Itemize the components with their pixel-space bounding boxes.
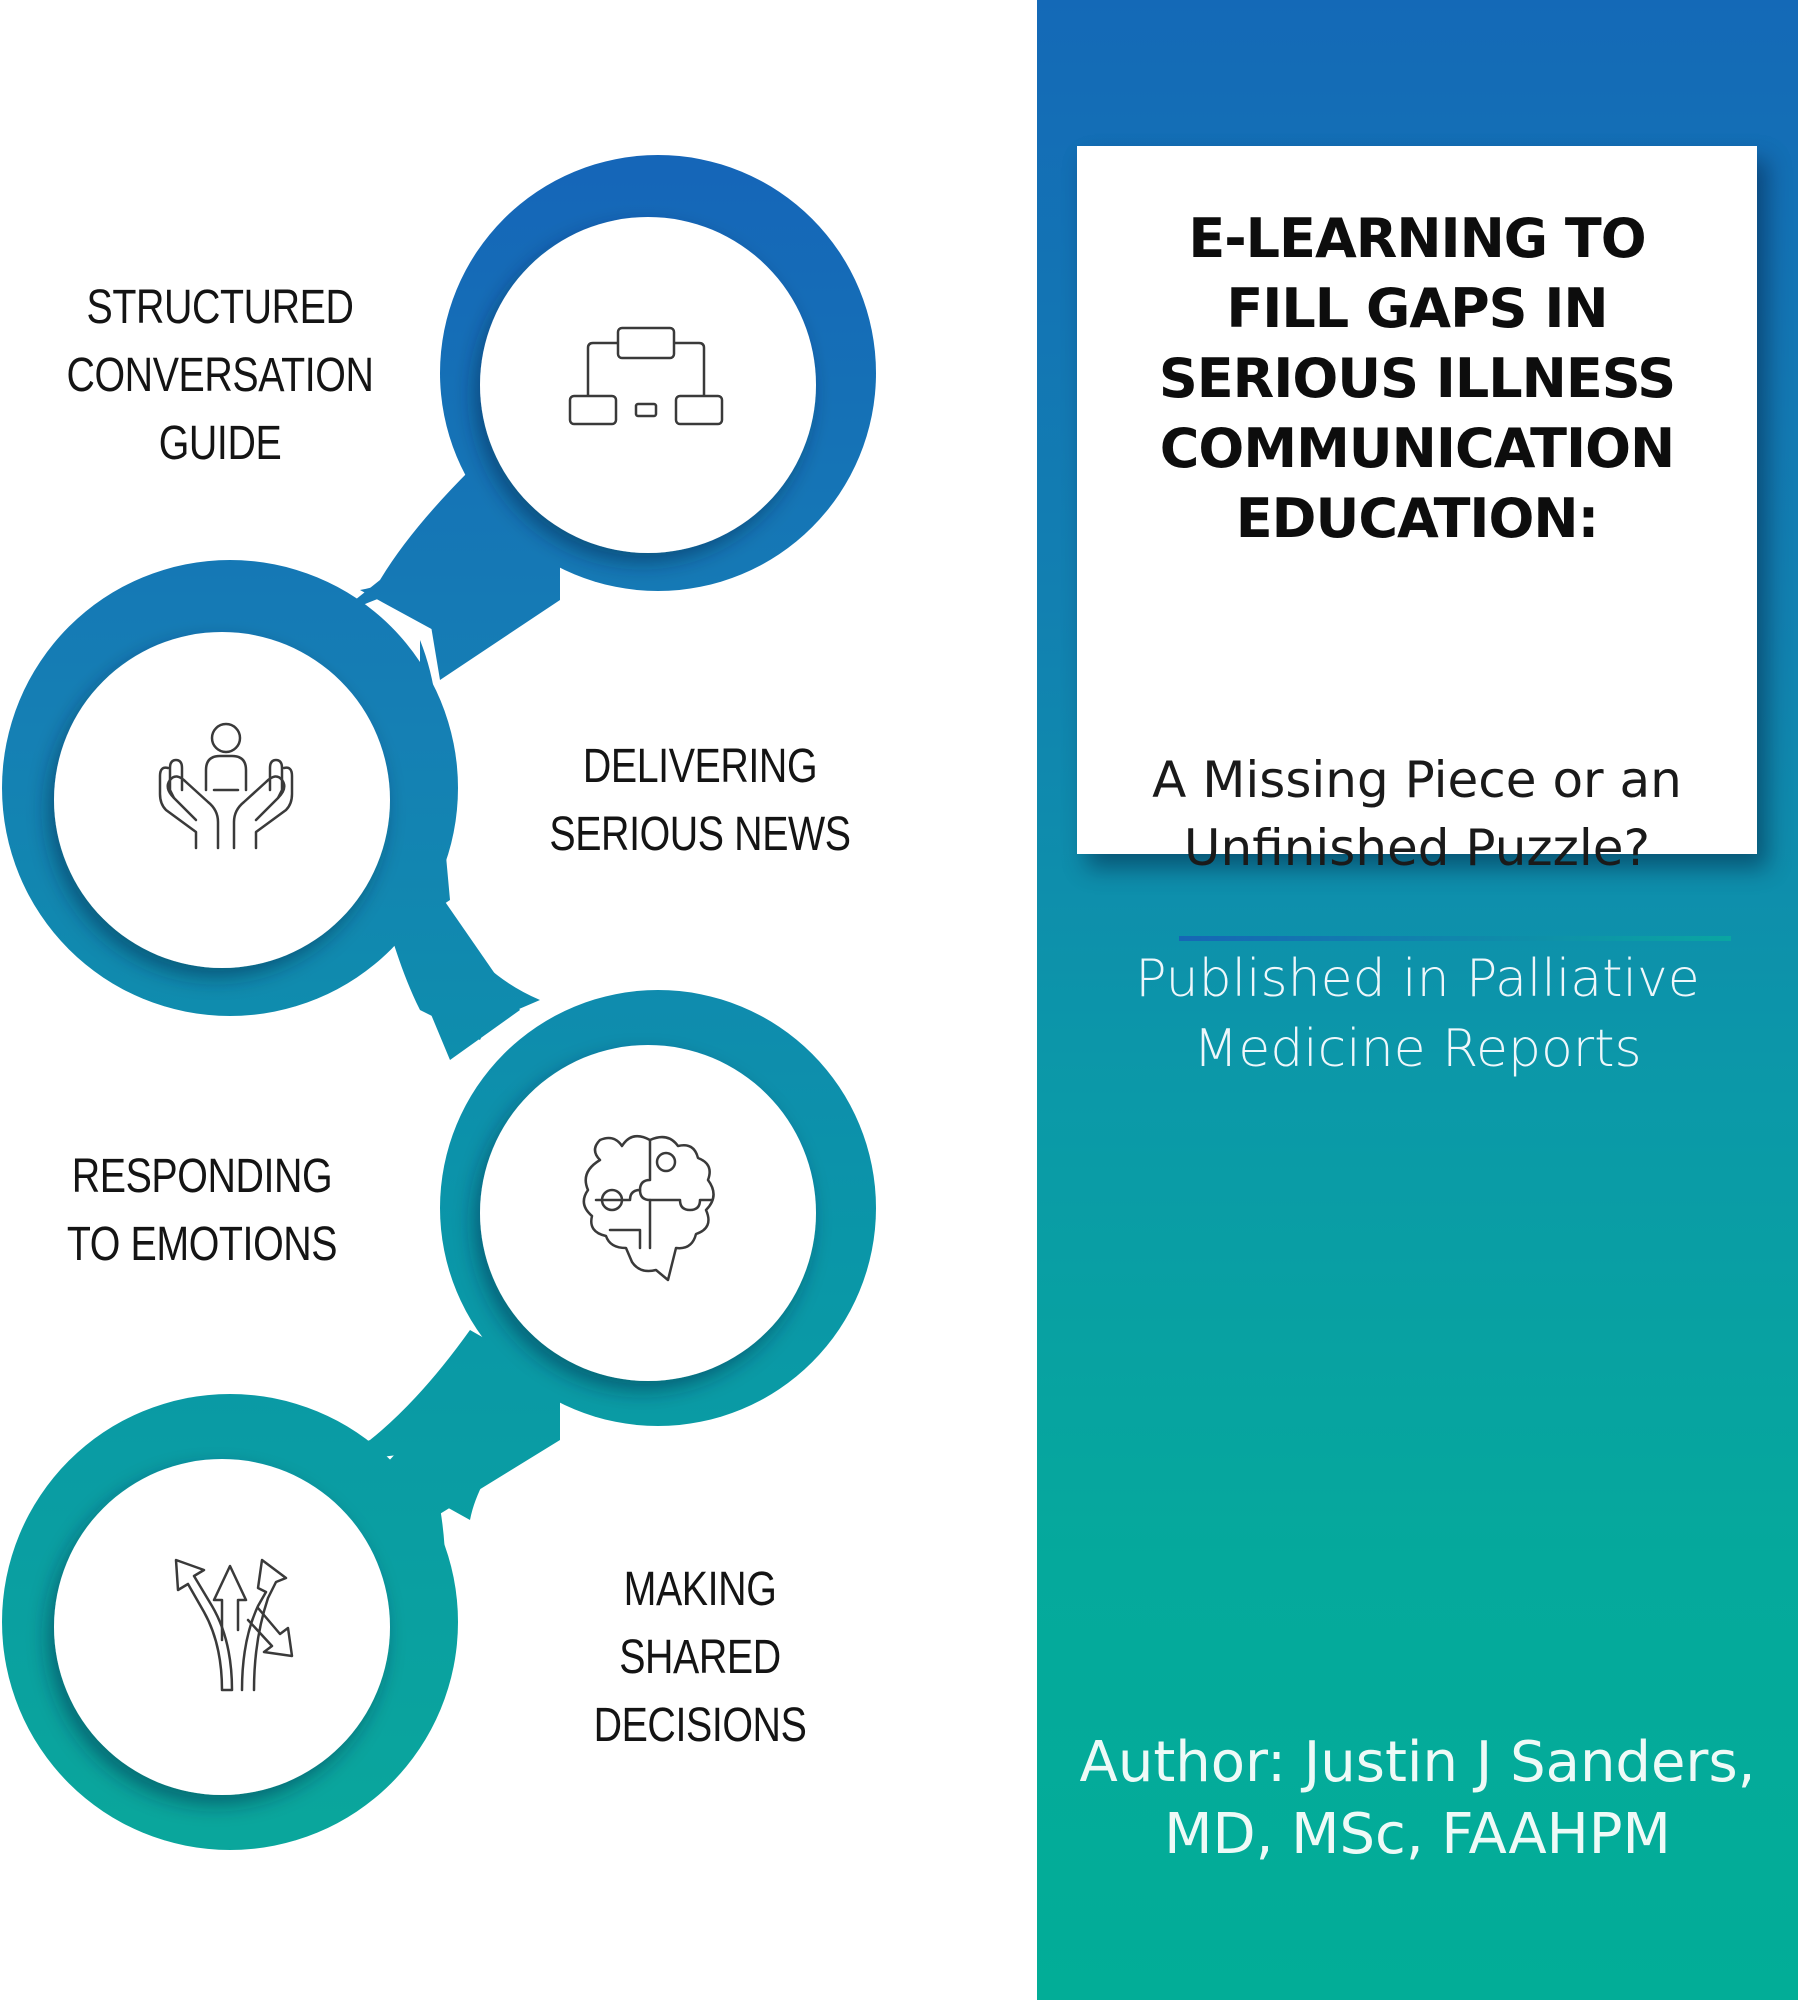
title-line-3: SERIOUS ILLNESS — [1158, 347, 1676, 410]
step-circle-1 — [480, 217, 816, 553]
step-2-line-2: SERIOUS NEWS — [549, 808, 851, 861]
step-2-line-1: DELIVERING — [582, 740, 818, 793]
title-divider — [1179, 936, 1731, 941]
title-line-5: EDUCATION: — [1235, 487, 1599, 550]
brain-puzzle-icon — [582, 1134, 715, 1282]
step-4-line-3: DECISIONS — [593, 1699, 807, 1752]
step-1-line-2: CONVERSATION — [66, 349, 374, 402]
infographic-panel: STRUCTURED CONVERSATION GUIDE DELIVERING… — [2, 155, 876, 1850]
subtitle-line-2: Unfinished Puzzle? — [1183, 819, 1651, 877]
step-circles — [54, 217, 816, 1795]
title-line-2: FILL GAPS IN — [1226, 277, 1608, 340]
publication-line-2: Medicine Reports — [1193, 1019, 1642, 1079]
author-line-1: Author: Justin J Sanders, — [1079, 1730, 1756, 1795]
hands-person-icon — [158, 722, 294, 850]
step-3-line-2: TO EMOTIONS — [66, 1218, 338, 1271]
step-4-line-2: SHARED — [619, 1631, 781, 1684]
step-circle-3 — [480, 1045, 816, 1381]
step-3-line-1: RESPONDING — [71, 1150, 333, 1203]
step-circle-2 — [54, 632, 390, 968]
title-panel: E-LEARNING TO FILL GAPS IN SERIOUS ILLNE… — [1037, 0, 1798, 2000]
title-card: E-LEARNING TO FILL GAPS IN SERIOUS ILLNE… — [1077, 146, 1757, 941]
author-line-2: MD, MSc, FAAHPM — [1164, 1802, 1671, 1867]
step-label-making-shared-decisions: MAKING SHARED DECISIONS — [536, 1556, 864, 1760]
step-1-line-1: STRUCTURED — [86, 281, 354, 334]
publication-note: Published in Palliative Medicine Reports — [1037, 944, 1798, 1084]
publication-line-1: Published in Palliative — [1135, 949, 1700, 1009]
title-line-4: COMMUNICATION — [1159, 417, 1675, 480]
step-label-delivering-serious-news: DELIVERING SERIOUS NEWS — [536, 733, 864, 869]
step-4-line-1: MAKING — [623, 1563, 777, 1616]
step-chain-graphic — [2, 155, 876, 1850]
diverging-arrows-icon — [174, 1558, 294, 1692]
chain-fill-body — [400, 520, 560, 1520]
flowchart-icon — [568, 326, 724, 426]
subtitle: A Missing Piece or an Unfinished Puzzle? — [1077, 746, 1757, 882]
page-title: E-LEARNING TO FILL GAPS IN SERIOUS ILLNE… — [1077, 204, 1757, 554]
step-label-responding-to-emotions: RESPONDING TO EMOTIONS — [38, 1143, 366, 1279]
author-credit: Author: Justin J Sanders, MD, MSc, FAAHP… — [1037, 1727, 1798, 1871]
step-1-line-3: GUIDE — [158, 417, 282, 470]
subtitle-line-1: A Missing Piece or an — [1152, 751, 1682, 809]
step-label-structured-conversation-guide: STRUCTURED CONVERSATION GUIDE — [56, 274, 384, 478]
title-line-1: E-LEARNING TO — [1188, 207, 1646, 270]
